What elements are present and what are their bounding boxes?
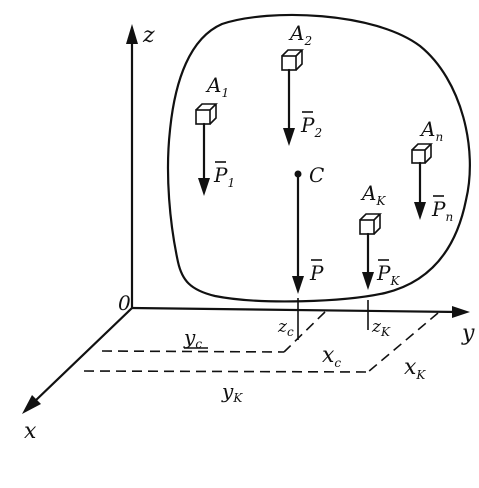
label-a1: A1 <box>205 73 229 100</box>
projection-lines <box>83 298 439 373</box>
label-c: C <box>309 163 324 187</box>
cube-icon <box>195 103 218 125</box>
x-axis <box>22 306 134 414</box>
y-axis <box>130 306 470 318</box>
force-label-p: P <box>309 261 324 285</box>
x-axis-label: x <box>24 419 37 444</box>
z-axis-label: z <box>142 23 155 48</box>
cube-icon <box>359 213 382 235</box>
coord-label-zk: zK <box>371 317 391 339</box>
coord-label-xk: xK <box>404 355 426 382</box>
cube-icon <box>411 143 433 164</box>
point-a2: A2 P2 <box>281 21 322 146</box>
label-an: An <box>419 117 443 144</box>
point-an: An Pn <box>411 117 453 224</box>
y-axis-label: y <box>461 321 475 346</box>
point-ak: AK PK <box>359 181 400 290</box>
coord-label-yk: yK <box>221 379 243 405</box>
force-label-p1: P1 <box>213 163 235 190</box>
coord-label-yc: yc <box>183 325 202 351</box>
force-label-p2: P2 <box>300 113 322 140</box>
label-ak: AK <box>360 181 386 208</box>
origin-label: 0 <box>118 291 131 315</box>
cube-icon <box>281 49 304 71</box>
coord-label-xc: xc <box>322 343 341 370</box>
body-outline <box>166 13 471 303</box>
coord-label-zc: zc <box>277 317 294 339</box>
label-a2: A2 <box>288 21 312 48</box>
point-a1: A1 P1 <box>195 73 235 196</box>
force-label-pk: PK <box>376 261 400 288</box>
z-axis <box>126 24 138 310</box>
force-label-pn: Pn <box>431 197 453 224</box>
centre-of-gravity: C P <box>292 163 324 294</box>
